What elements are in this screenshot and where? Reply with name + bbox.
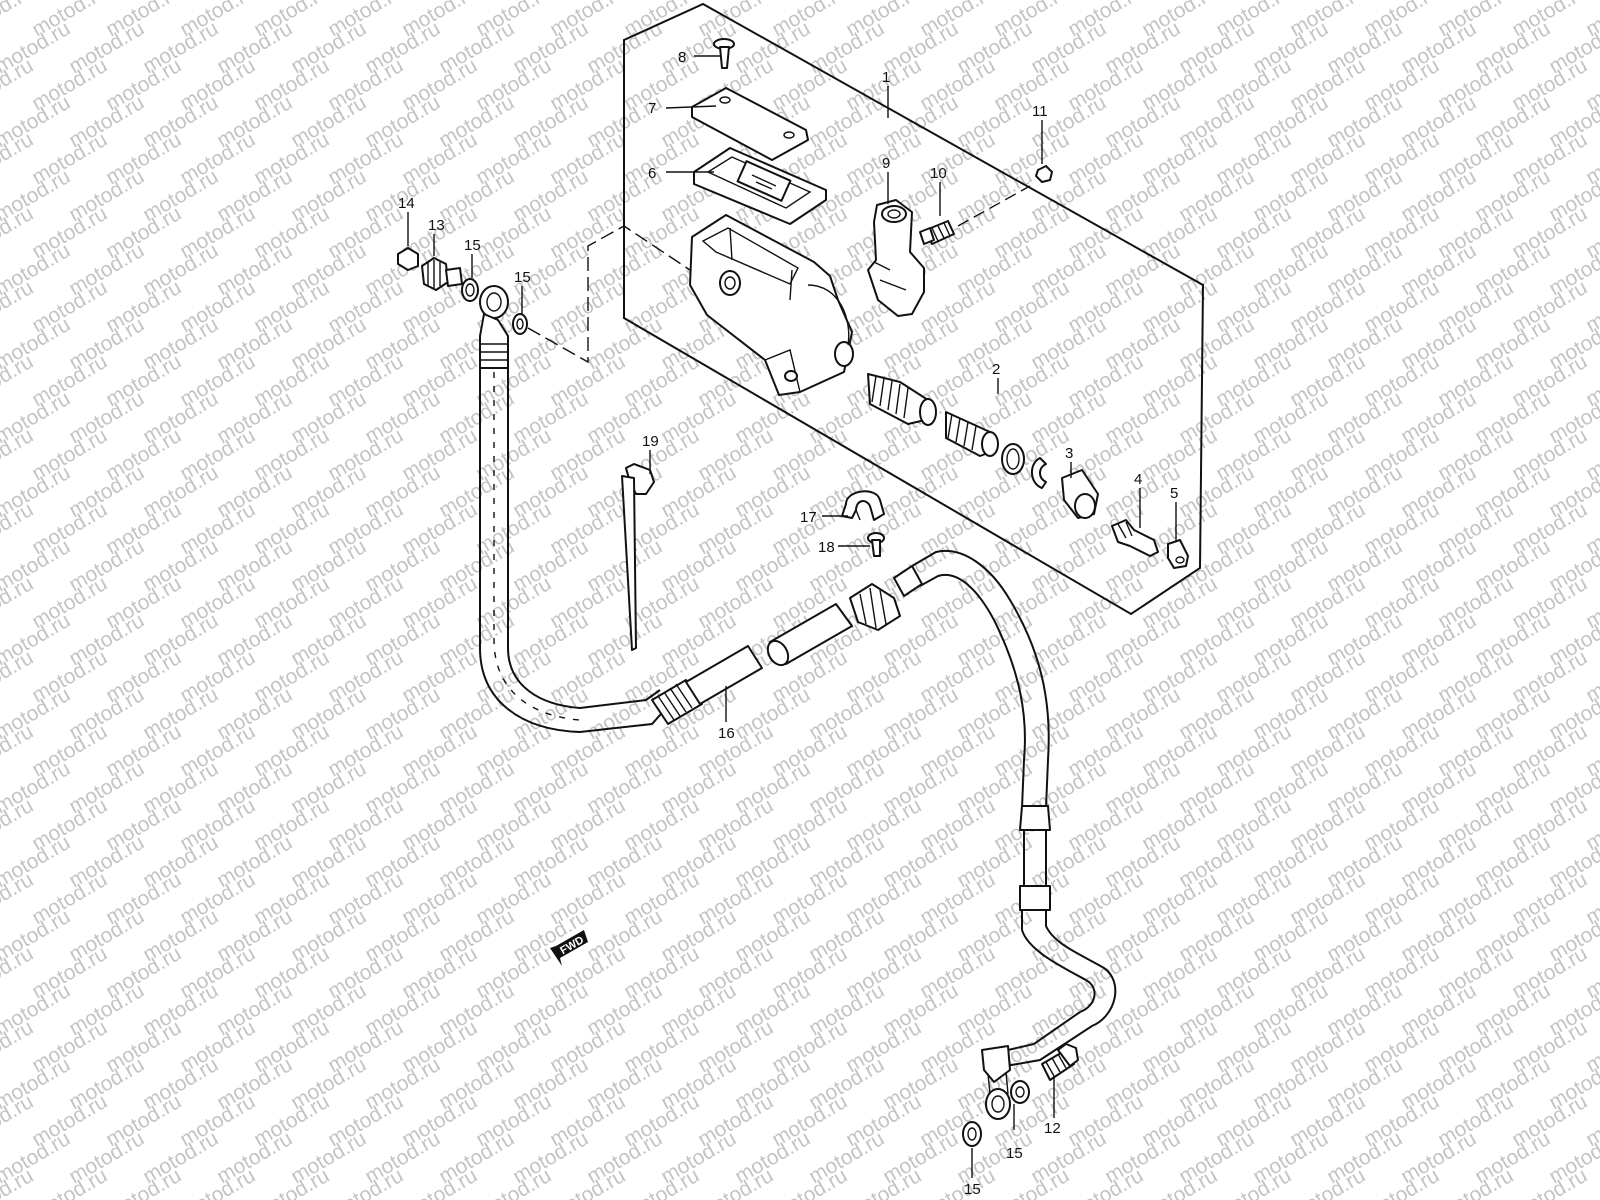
sealing-washer-upper-2 [512, 313, 528, 335]
callout-9: 9 [882, 155, 890, 172]
callout-18: 18 [818, 539, 835, 556]
callout-7: 7 [648, 100, 656, 117]
callout-5: 5 [1170, 485, 1178, 502]
callout-2: 2 [992, 361, 1000, 378]
push-rod [1111, 519, 1159, 557]
sealing-washer-upper-1 [461, 278, 479, 302]
cover-screw [713, 38, 735, 69]
callout-15c: 15 [1006, 1145, 1023, 1162]
banjo-bolt-upper [421, 257, 463, 291]
callout-1: 1 [882, 69, 890, 86]
callout-15d: 15 [964, 1181, 981, 1198]
callout-11: 11 [1032, 103, 1048, 120]
rod-pin [1167, 539, 1189, 569]
callout-4: 4 [1134, 471, 1142, 488]
callout-12: 12 [1044, 1120, 1061, 1137]
sealing-washer-lower-2 [1010, 1080, 1030, 1104]
sealing-washer-lower-1 [962, 1121, 982, 1147]
callout-16: 16 [718, 725, 735, 742]
callout-10: 10 [930, 165, 947, 182]
master-cylinder-body [689, 214, 854, 396]
callout-6: 6 [648, 165, 656, 182]
callout-3: 3 [1065, 445, 1073, 462]
callout-19: 19 [642, 433, 659, 450]
bleeder-cap [397, 247, 419, 271]
callout-15a: 15 [464, 237, 481, 254]
callout-14: 14 [398, 195, 415, 212]
callout-17: 17 [800, 509, 817, 526]
callout-8: 8 [678, 49, 686, 66]
pivot-nut [1035, 165, 1053, 183]
callout-13: 13 [428, 217, 445, 234]
callout-15b: 15 [514, 269, 531, 286]
